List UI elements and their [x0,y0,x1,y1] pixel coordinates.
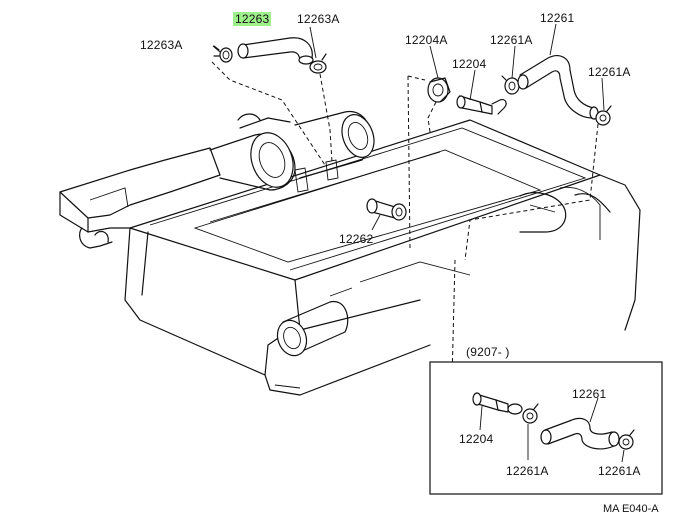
part-label-12261a-upper[interactable]: 12261A [490,33,533,47]
inset-date-range: (9207- ) [466,345,510,359]
part-label-12261a-upper-right[interactable]: 12261A [588,65,631,79]
part-label-12263a-left[interactable]: 12263A [140,38,183,52]
clamp-12261a-upper [501,75,520,95]
clamp-top-left [213,45,233,63]
hose-12261-upper-shape [517,55,599,120]
part-label-12263[interactable]: 12263 [233,12,272,26]
part-label-12263a-right[interactable]: 12263A [297,12,340,26]
diagram-code: MA E040-A [603,503,659,515]
part-label-12204-upper[interactable]: 12204 [452,57,487,71]
hose-12263-shape [237,37,314,65]
inset-box [429,361,663,495]
valve-12204-shape [456,95,507,115]
part-label-12262[interactable]: 12262 [339,232,374,246]
clamp-top-right [309,53,327,74]
inset-part-label-12261a-left[interactable]: 12261A [506,464,549,478]
engine-block-outline [59,111,641,396]
inset-part-label-12261a-right[interactable]: 12261A [598,464,641,478]
inset-part-label-12261[interactable]: 12261 [572,387,607,401]
part-label-12261-upper[interactable]: 12261 [540,11,575,25]
tube-12262-shape [366,198,407,221]
vsv-12204a-shape [427,77,451,103]
dashed-reference-lines [211,61,599,393]
part-label-12204a[interactable]: 12204A [405,33,448,47]
leader-lines [212,23,605,231]
clamp-12261a-upper-right [595,105,612,126]
inset-part-label-12204[interactable]: 12204 [459,432,494,446]
